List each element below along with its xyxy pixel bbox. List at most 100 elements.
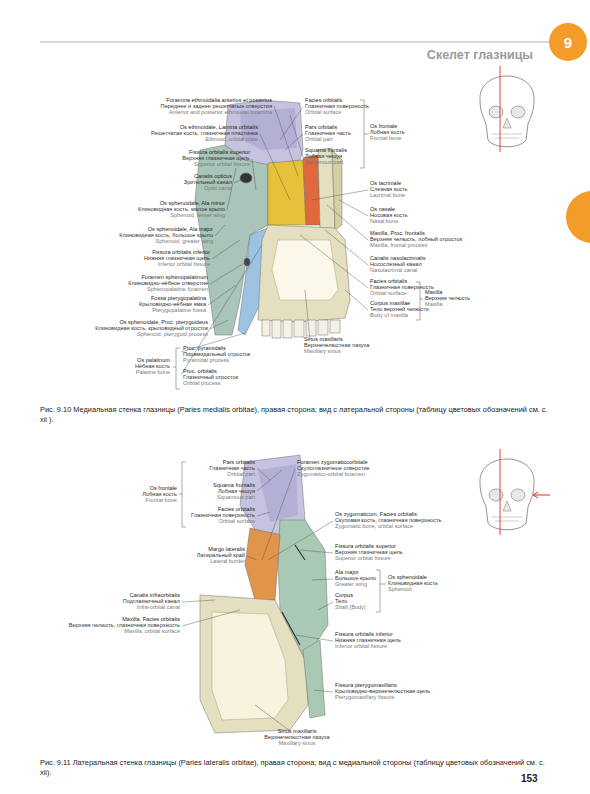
part-label: Orbital surface [219,518,255,524]
side-tab [566,191,590,243]
part-label: Носослезный канал [370,261,422,267]
part-label: Клиновидная кость, крыловидный отросток [95,325,208,331]
section-line [500,449,501,535]
lacrimal-bone [303,155,320,225]
part-label: Подглазничный канал [123,598,180,604]
part-label: Squamous part [305,159,343,165]
part-label: Зрительный канал [184,179,232,185]
lateral-orbit-illustration [200,455,328,733]
part-label: Крыловидно-верхнечелюстная щель [335,688,430,694]
maxilla [200,595,308,733]
part-label: Squama frontalis [305,147,347,153]
part-label: Верхнечелюстная пазуха [264,734,329,740]
part-label: Fissura pterygomaxillaris [335,682,397,688]
part-label: Facies orbitalis [370,278,407,284]
part-label: Лобная кость [370,129,405,135]
sphenopalatine-foramen [244,258,250,266]
part-label: Клиновидно-нёбное отверстие [128,280,208,286]
part-label: Squamous part [217,494,255,500]
page-number: 153 [521,773,538,784]
chapter-tab: 9 [549,23,587,61]
part-label: Глазничная часть [305,130,351,136]
part-label: Palatine bone [136,369,170,375]
part-label: Orbital part [305,136,333,142]
part-label: Squama frontalis [213,482,255,488]
part-label: Верхняя челюсть, глазничная поверхность [69,622,180,628]
part-label: Pars orbitalis [223,459,255,465]
part-label: Fissura orbitalis superior [189,149,250,155]
part-label: Proc. pyramidalis [183,345,226,351]
optic-canal [240,173,252,183]
part-label: Верхняя глазничная щель [335,549,403,555]
part-label: Верхнечелюстная пазуха [304,342,369,348]
part-label: Fossa pterygopalatina [151,295,206,301]
part-label: Nasolacrimal canal [370,267,417,273]
part-label: Глазничная поверхность [305,103,369,109]
part-label: Corpus [335,592,353,598]
part-label: Maxilla, orbital surface [124,628,180,634]
part-label: Пирамидальный отросток [183,351,250,357]
part-label: Os sphenoidale, Proc. pterygoideus [119,319,208,325]
part-label: Os lacrimale [370,180,401,186]
part-label: Corpus maxillae [370,300,410,306]
part-label: Fissura orbitalis superior [335,543,396,549]
part-label: Sphenoid, greater wing [155,238,213,244]
part-label: Sphenopalatine foramen [147,286,208,292]
part-label: Optic canal [204,185,232,191]
chapter-number: 9 [564,34,572,51]
part-label: Sinus maxillaris [304,336,343,342]
part-label: Lacrimal bone [370,192,405,198]
leader-lines [182,468,333,731]
ethmoid-bone [268,160,306,225]
zygomatic-bone [245,528,280,600]
part-label: Nasal bone [370,218,398,224]
part-label: Верхняя челюсть, лобный отросток [370,236,462,242]
part-label: Sinus maxillaris [278,728,317,734]
part-label: Foramen sphenopalatinum [141,274,208,280]
part-label: Клиновидная кость, малое крыло [138,206,225,212]
part-label: Proc. orbitalis [183,368,217,374]
part-label: Pterygopalatine fossa [152,307,206,313]
part-label: Клиновидная кость, большое крыло [119,232,213,238]
part-label: Orbital surface [370,290,406,296]
figure-caption: Рис. 9.10 Медиальная стенка глазницы (Pa… [40,405,550,425]
part-label: Fissura orbitalis inferior [335,631,393,637]
part-label: Sphenoid [388,586,412,592]
part-label: Глазничная поверхность [370,284,434,290]
part-label: Shaft [Body] [335,604,365,610]
part-label: Лобная чешуя [305,153,342,159]
part-label: Frontal bone [370,135,401,141]
figure-caption: Рис. 9.11 Латеральная стенка глазницы (P… [40,758,550,778]
part-label: Canalis opticus [194,173,232,179]
frontal-bone-shade [258,464,298,522]
part-label: Переднее и заднее решетчатые отверстия [161,103,272,109]
part-label: Zygomatico-orbital foramen [297,471,365,477]
part-label: Тело [335,598,347,604]
part-label: Sphenoid, pterygoid process [137,331,208,337]
skull-thumbnail [480,459,534,530]
part-label: Скулоглазничное отверстие [297,465,370,471]
part-label: Os sphenoidale [388,574,427,580]
part-label: Inferior orbital fissure [335,643,387,649]
orbital-fissure [282,545,305,645]
part-label: Pterygomaxillary fissure [335,694,394,700]
part-label: Foramen zygomaticoorbitale [297,459,368,465]
part-label: Lateral border [210,558,245,564]
part-label: Носовая кость [370,212,408,218]
part-label: Глазничная поверхность [191,512,255,518]
part-label: Facies orbitalis [218,506,255,512]
part-label: Нижняя глазничная щель [335,637,401,643]
part-label: Глазничная часть [209,465,255,471]
part-label: Тело верхней челюсти [370,306,429,312]
part-label: Inferior orbital fissure [158,261,210,267]
teeth [262,320,340,338]
skull-thumbnail [480,76,534,147]
part-label: Латеральный край [197,552,245,558]
part-label: Ala major [335,569,359,575]
page-heading: Скелет глазницы [427,48,533,62]
part-label: Frontal bone [146,497,177,503]
part-label: Maxillary sinus [304,348,341,354]
part-label: Margo lateralis [208,546,245,552]
part-label: Greater wing [335,581,367,587]
part-label: Решетчатая кость, глазничная пластинка [151,130,258,136]
